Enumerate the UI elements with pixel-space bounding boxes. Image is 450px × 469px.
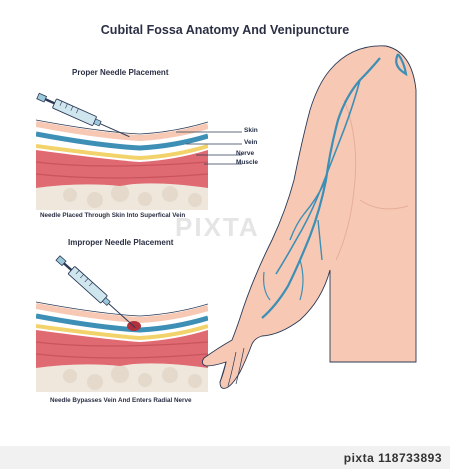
improper-placement-caption: Needle Bypasses Vein And Enters Radial N… [50,397,192,404]
proper-syringe [36,92,130,138]
arm-illustration [201,45,417,389]
vein-label: Vein [244,139,258,146]
improper-cross-section [36,301,208,392]
stock-footer: pixta 118733893 [0,446,450,469]
proper-placement-heading: Proper Needle Placement [72,68,169,77]
improper-syringe [55,255,136,328]
skin-label: Skin [244,127,258,134]
proper-placement-caption: Needle Placed Through Skin Into Superfic… [40,212,186,219]
stock-id: pixta 118733893 [343,451,442,465]
improper-placement-heading: Improper Needle Placement [68,238,174,247]
page-title: Cubital Fossa Anatomy And Venipuncture [100,23,350,37]
nerve-label: Nerve [236,150,255,157]
muscle-label: Muscle [236,159,259,166]
watermark-text: PIXTA [175,212,260,242]
